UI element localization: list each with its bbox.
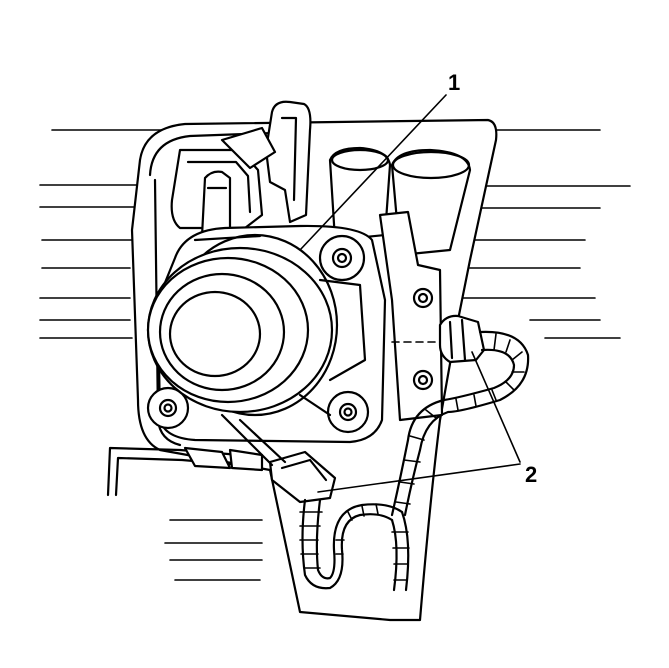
- upper-right-bolt: [331, 247, 353, 269]
- lower-right-bolt: [338, 402, 358, 422]
- callout-leaders: [299, 94, 521, 493]
- callout-2-leader-a: [471, 351, 521, 463]
- callout-2-leader-b: [317, 463, 521, 493]
- harness-corrugation: [299, 503, 410, 581]
- lower-electrical-connector: [220, 413, 337, 504]
- lens-center: [168, 290, 262, 378]
- right-harness-corrugation: [395, 333, 525, 505]
- callout-2-label: 2: [525, 462, 537, 487]
- right-wiring-harness: [390, 330, 530, 517]
- background-body-lines: [39, 129, 631, 581]
- left-vent-tube: [106, 446, 264, 497]
- lower-wiring-harness: [299, 498, 410, 592]
- callout-1-label: 1: [448, 70, 460, 95]
- lower-left-bolt: [158, 398, 178, 418]
- callout-1-leader: [299, 94, 447, 251]
- projector-lamp-module: [146, 224, 387, 444]
- right-electrical-connector: [391, 314, 486, 364]
- upper-mounting-bracket: [170, 100, 312, 246]
